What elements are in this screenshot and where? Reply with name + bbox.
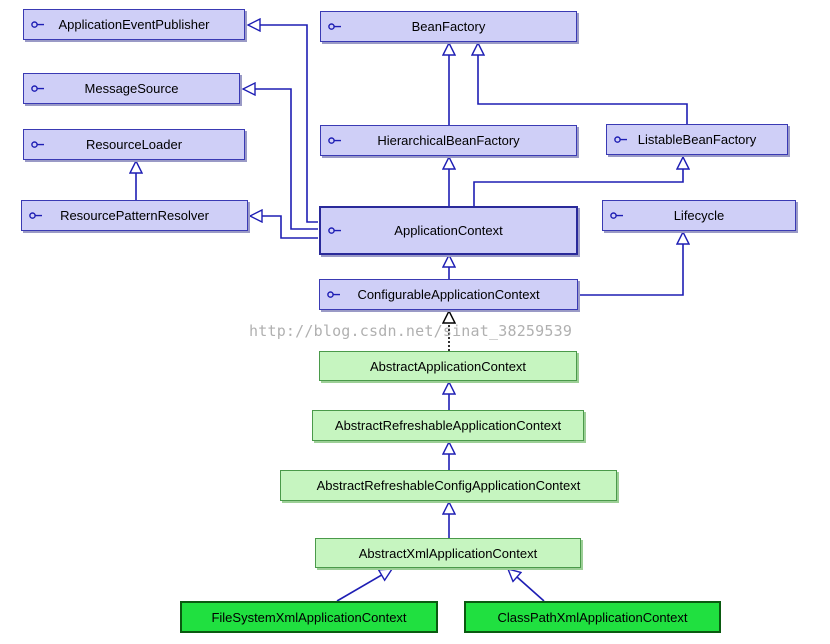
node-label: FileSystemXmlApplicationContext bbox=[211, 609, 407, 625]
lifecycle-node: Lifecycle bbox=[602, 200, 796, 231]
edge-ac-to-aep bbox=[248, 25, 318, 223]
node-label: HierarchicalBeanFactory bbox=[377, 133, 520, 148]
edge-cac-to-lc bbox=[578, 232, 683, 296]
edge-ac-to-rpr bbox=[250, 216, 318, 239]
abstract-xml-application-context-node: AbstractXmlApplicationContext bbox=[315, 538, 581, 568]
edge-cpxac-to-axac bbox=[508, 569, 545, 602]
edge-ac-to-lbf bbox=[473, 157, 683, 206]
edge-lbf-to-bf bbox=[478, 43, 688, 124]
interface-icon bbox=[328, 136, 342, 144]
node-label: ApplicationEventPublisher bbox=[58, 17, 210, 32]
node-label: ApplicationContext bbox=[394, 223, 503, 238]
edge-fsxac-to-axac bbox=[336, 569, 392, 602]
node-label: AbstractRefreshableConfigApplicationCont… bbox=[316, 478, 581, 493]
interface-icon bbox=[29, 211, 43, 219]
class-path-xml-application-context-node: ClassPathXmlApplicationContext bbox=[464, 601, 721, 633]
interface-icon bbox=[328, 22, 342, 30]
node-label: ListableBeanFactory bbox=[637, 132, 757, 147]
abstract-refreshable-config-application-context-node: AbstractRefreshableConfigApplicationCont… bbox=[280, 470, 617, 501]
resource-loader-node: ResourceLoader bbox=[23, 129, 245, 160]
application-context-node: ApplicationContext bbox=[319, 206, 578, 255]
interface-icon bbox=[31, 140, 45, 148]
node-label: AbstractRefreshableApplicationContext bbox=[334, 418, 562, 433]
interface-icon bbox=[328, 226, 342, 234]
node-label: Lifecycle bbox=[673, 208, 725, 223]
node-label: ClassPathXmlApplicationContext bbox=[497, 609, 688, 625]
node-label: ConfigurableApplicationContext bbox=[357, 287, 540, 302]
interface-icon bbox=[31, 20, 45, 28]
interface-icon bbox=[614, 135, 628, 143]
abstract-refreshable-application-context-node: AbstractRefreshableApplicationContext bbox=[312, 410, 584, 441]
node-label: AbstractXmlApplicationContext bbox=[358, 545, 538, 561]
node-label: AbstractApplicationContext bbox=[369, 358, 527, 374]
watermark-url: http://blog.csdn.net/sinat_38259539 bbox=[249, 322, 573, 340]
interface-icon bbox=[31, 84, 45, 92]
listable-bean-factory-node: ListableBeanFactory bbox=[606, 124, 788, 155]
bean-factory-node: BeanFactory bbox=[320, 11, 577, 42]
interface-icon bbox=[610, 211, 624, 219]
configurable-application-context-node: ConfigurableApplicationContext bbox=[319, 279, 578, 310]
resource-pattern-resolver-node: ResourcePatternResolver bbox=[21, 200, 248, 231]
edge-ac-to-ms bbox=[243, 89, 318, 230]
application-event-publisher-node: ApplicationEventPublisher bbox=[23, 9, 245, 40]
file-system-xml-application-context-node: FileSystemXmlApplicationContext bbox=[180, 601, 438, 633]
hierarchical-bean-factory-node: HierarchicalBeanFactory bbox=[320, 125, 577, 156]
message-source-node: MessageSource bbox=[23, 73, 240, 104]
node-label: BeanFactory bbox=[411, 19, 486, 34]
abstract-application-context-node: AbstractApplicationContext bbox=[319, 351, 577, 381]
node-label: MessageSource bbox=[84, 81, 179, 96]
interface-icon bbox=[327, 290, 341, 298]
node-label: ResourceLoader bbox=[85, 137, 183, 152]
node-label: ResourcePatternResolver bbox=[60, 208, 209, 223]
